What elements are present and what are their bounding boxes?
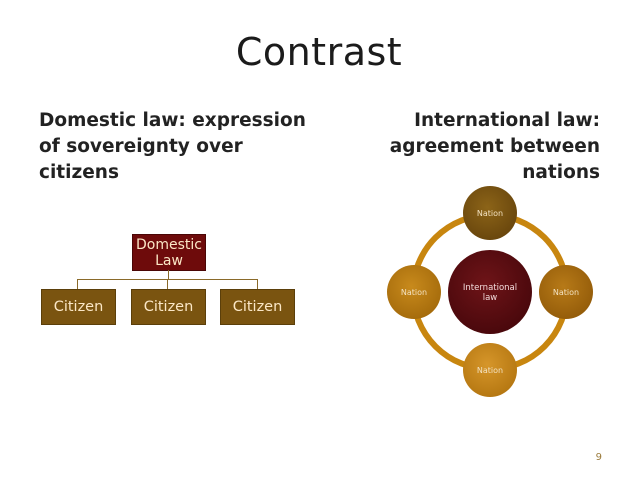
domestic-law-box: Domestic Law bbox=[132, 234, 206, 271]
slide-title: Contrast bbox=[235, 30, 403, 74]
international-law-label: International law bbox=[462, 283, 518, 303]
connector-child-1 bbox=[77, 279, 78, 289]
domestic-law-heading: Domestic law: expression of sovereignty … bbox=[39, 110, 306, 183]
page-number: 9 bbox=[595, 452, 602, 463]
citizen-box: Citizen bbox=[41, 289, 116, 325]
citizen-box: Citizen bbox=[131, 289, 206, 325]
nation-label-right: Nation bbox=[552, 288, 580, 297]
nation-label-top: Nation bbox=[476, 209, 504, 218]
international-law-heading: International law: agreement between nat… bbox=[389, 110, 600, 183]
nation-label-left: Nation bbox=[400, 288, 428, 297]
connector-child-2 bbox=[167, 279, 168, 289]
citizen-box: Citizen bbox=[220, 289, 295, 325]
connector-child-3 bbox=[257, 279, 258, 289]
nation-label-bottom: Nation bbox=[476, 366, 504, 375]
connector-vertical-root bbox=[168, 270, 169, 279]
